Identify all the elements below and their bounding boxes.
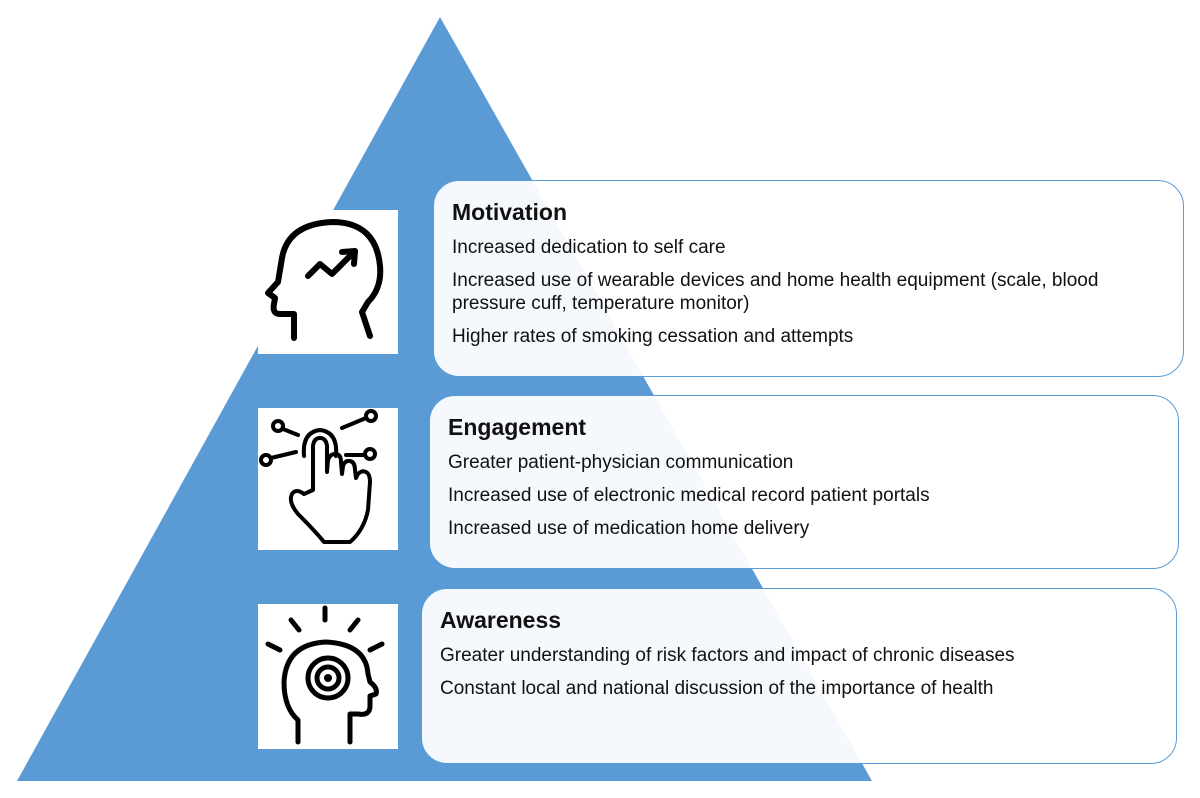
engagement-list: Greater patient-physician communication …: [448, 451, 1162, 540]
awareness-card: Awareness Greater understanding of risk …: [421, 588, 1177, 764]
list-item: Increased use of medication home deliver…: [448, 518, 810, 539]
list-item: Greater understanding of risk factors an…: [440, 645, 1015, 666]
engagement-icon-box: [258, 408, 398, 550]
motivation-icon-box: [258, 210, 398, 354]
engagement-title: Engagement: [448, 414, 587, 440]
motivation-list: Increased dedication to self care Increa…: [452, 236, 1167, 348]
list-item: Higher rates of smoking cessation and at…: [452, 326, 854, 347]
head-with-target-icon: [265, 605, 385, 745]
motivation-card: Motivation Increased dedication to self …: [433, 180, 1184, 377]
head-with-rising-arrow-icon: [265, 219, 384, 341]
awareness-icon-box: [258, 604, 398, 749]
list-item: Increased use of electronic medical reco…: [448, 485, 930, 506]
hand-touch-network-icon: [259, 409, 378, 544]
motivation-title: Motivation: [452, 199, 567, 225]
list-item: Greater patient-physician communication: [448, 452, 794, 473]
engagement-card: Engagement Greater patient-physician com…: [429, 395, 1179, 569]
awareness-list: Greater understanding of risk factors an…: [440, 644, 1160, 700]
list-item: Increased use of wearable devices and ho…: [452, 270, 1099, 314]
awareness-title: Awareness: [440, 607, 562, 633]
list-item: Increased dedication to self care: [452, 237, 726, 258]
list-item: Constant local and national discussion o…: [440, 678, 994, 699]
